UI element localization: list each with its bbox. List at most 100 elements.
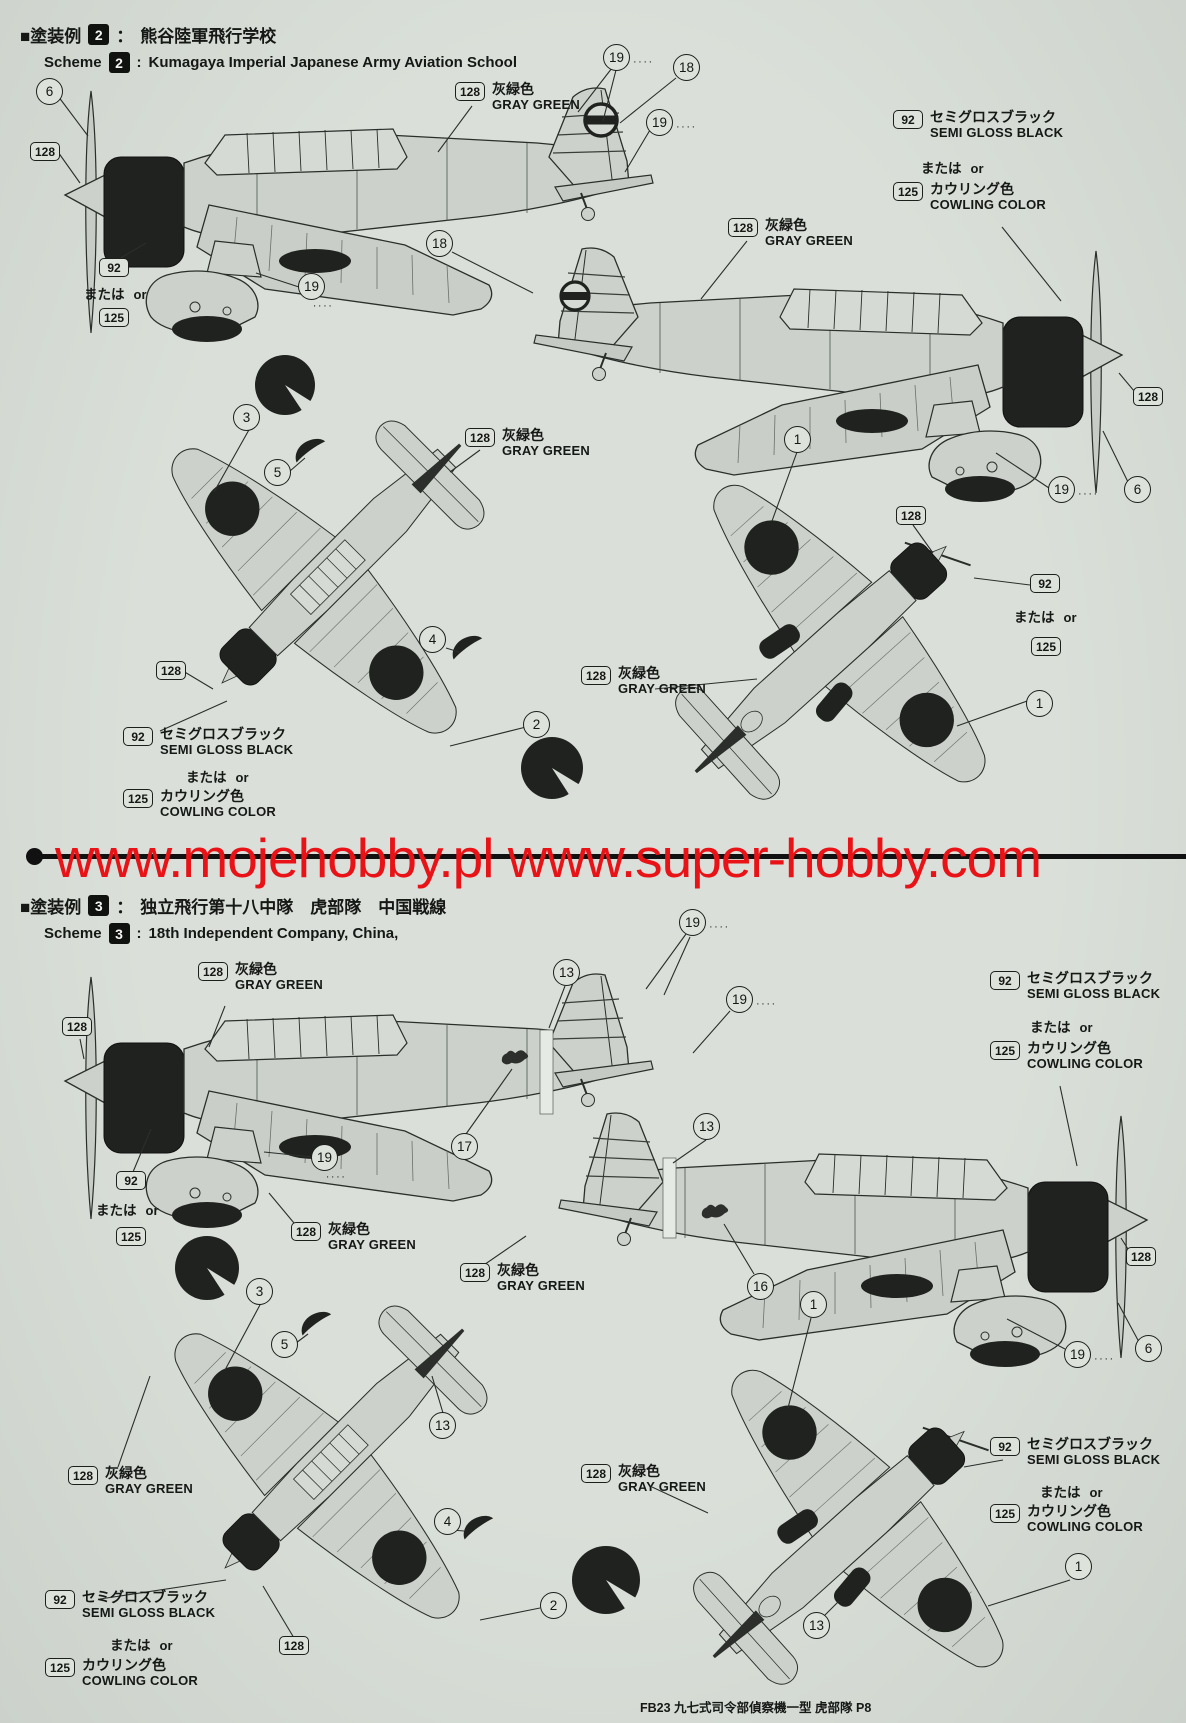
tick-dots: ····	[633, 55, 654, 68]
paint-name-jp: セミグロスブラック	[930, 109, 1056, 125]
paint-code-92: 92	[990, 971, 1020, 990]
paint-name-en: SEMI GLOSS BLACK	[1027, 986, 1161, 1002]
fuselage-stripe	[539, 1029, 677, 1239]
paint-code-128: 128	[465, 428, 495, 447]
callout-18: 18	[673, 54, 700, 81]
scheme-separator: ：	[116, 27, 134, 46]
or-en: or	[970, 161, 984, 176]
callout-4: 4	[434, 1508, 461, 1535]
callout-19: 19····	[1064, 1341, 1113, 1368]
callout-6: 6	[36, 78, 63, 105]
paint-name-en: GRAY GREEN	[497, 1278, 585, 1294]
tail-roundel	[583, 102, 619, 138]
paint-name-en: GRAY GREEN	[328, 1237, 416, 1253]
callout-number: 6	[45, 84, 54, 99]
watermark-text: www.mojehobby.pl www.super-hobby.com	[55, 827, 1042, 889]
paint-code-128: 128	[460, 1263, 490, 1282]
callout-16: 16	[747, 1273, 774, 1300]
paint-name-en: SEMI GLOSS BLACK	[930, 125, 1064, 141]
callout-number: 5	[273, 465, 282, 480]
callout-number: 19	[684, 915, 701, 930]
paint-name-jp: 灰緑色	[765, 217, 807, 233]
scheme-jp-title: 熊谷陸軍飛行学校	[140, 27, 277, 46]
paint-name-en: GRAY GREEN	[492, 97, 580, 113]
hinomaru-marking	[255, 355, 583, 799]
callout-number: 1	[1035, 696, 1044, 711]
paint-name-en: GRAY GREEN	[765, 233, 853, 249]
paint-name-jp: カウリング色	[930, 181, 1014, 197]
paint-name-jp: 灰緑色	[497, 1262, 539, 1278]
scheme-number-badge: 2	[108, 52, 130, 73]
scheme-en-marker: Scheme	[44, 925, 102, 942]
paint-name-en: SEMI GLOSS BLACK	[82, 1605, 216, 1621]
callout-2: 2	[540, 1592, 567, 1619]
callout-number: 1	[793, 432, 802, 447]
paint-code-125: 125	[990, 1041, 1020, 1060]
paint-name-en: COWLING COLOR	[930, 197, 1046, 213]
scheme-2-header: ■塗装例 2 ： 熊谷陸軍飛行学校 Scheme 2 : Kumagaya Im…	[20, 22, 517, 73]
or-jp: または	[1014, 610, 1055, 625]
scheme-jp-title: 独立飛行第十八中隊 虎部隊 中国戦線	[140, 898, 447, 917]
callout-19: 19····	[1048, 476, 1097, 503]
scheme-number-badge: 3	[88, 895, 110, 916]
or-jp: または	[1040, 1485, 1081, 1500]
callout-number: 1	[1074, 1559, 1083, 1574]
callout-19: 19····	[603, 44, 652, 71]
paint-name-jp: 灰緑色	[105, 1465, 147, 1481]
scheme-separator: ：	[116, 898, 134, 917]
hinomaru-marking	[175, 1236, 640, 1614]
or-en: or	[1063, 610, 1077, 625]
callout-1: 1	[800, 1291, 827, 1318]
paint-name-en: SEMI GLOSS BLACK	[1027, 1452, 1161, 1468]
plane-side-left-scheme3	[64, 973, 654, 1229]
tick-dots: ····	[756, 997, 777, 1010]
callout-1: 1	[1065, 1553, 1092, 1580]
paint-name-en: COWLING COLOR	[160, 804, 276, 820]
paint-name-jp: カウリング色	[1027, 1040, 1111, 1056]
paint-code-92: 92	[116, 1171, 146, 1190]
paint-code-128: 128	[896, 506, 926, 525]
paint-name-jp: セミグロスブラック	[1027, 1436, 1153, 1452]
paint-name-en: GRAY GREEN	[235, 977, 323, 993]
callout-number: 1	[809, 1297, 818, 1312]
paint-code-128: 128	[581, 666, 611, 685]
paint-name-en: COWLING COLOR	[1027, 1519, 1143, 1535]
tail-roundel	[559, 280, 591, 312]
callout-17: 17	[451, 1133, 478, 1160]
or-en: or	[159, 1638, 173, 1653]
callout-number: 13	[808, 1618, 825, 1633]
scheme-en-title: Kumagaya Imperial Japanese Army Aviation…	[148, 54, 518, 71]
paint-name-jp: 灰緑色	[235, 961, 277, 977]
paint-name-en: SEMI GLOSS BLACK	[160, 742, 294, 758]
or-en: or	[1089, 1485, 1103, 1500]
tick-dots: ····	[312, 300, 334, 312]
paint-code-125: 125	[990, 1504, 1020, 1523]
callout-number: 3	[242, 410, 251, 425]
paint-code-92: 92	[990, 1437, 1020, 1456]
paint-name-jp: セミグロスブラック	[82, 1589, 208, 1605]
paint-code-125: 125	[99, 308, 129, 327]
paint-code-128: 128	[62, 1017, 92, 1036]
callout-6: 6	[1124, 476, 1151, 503]
